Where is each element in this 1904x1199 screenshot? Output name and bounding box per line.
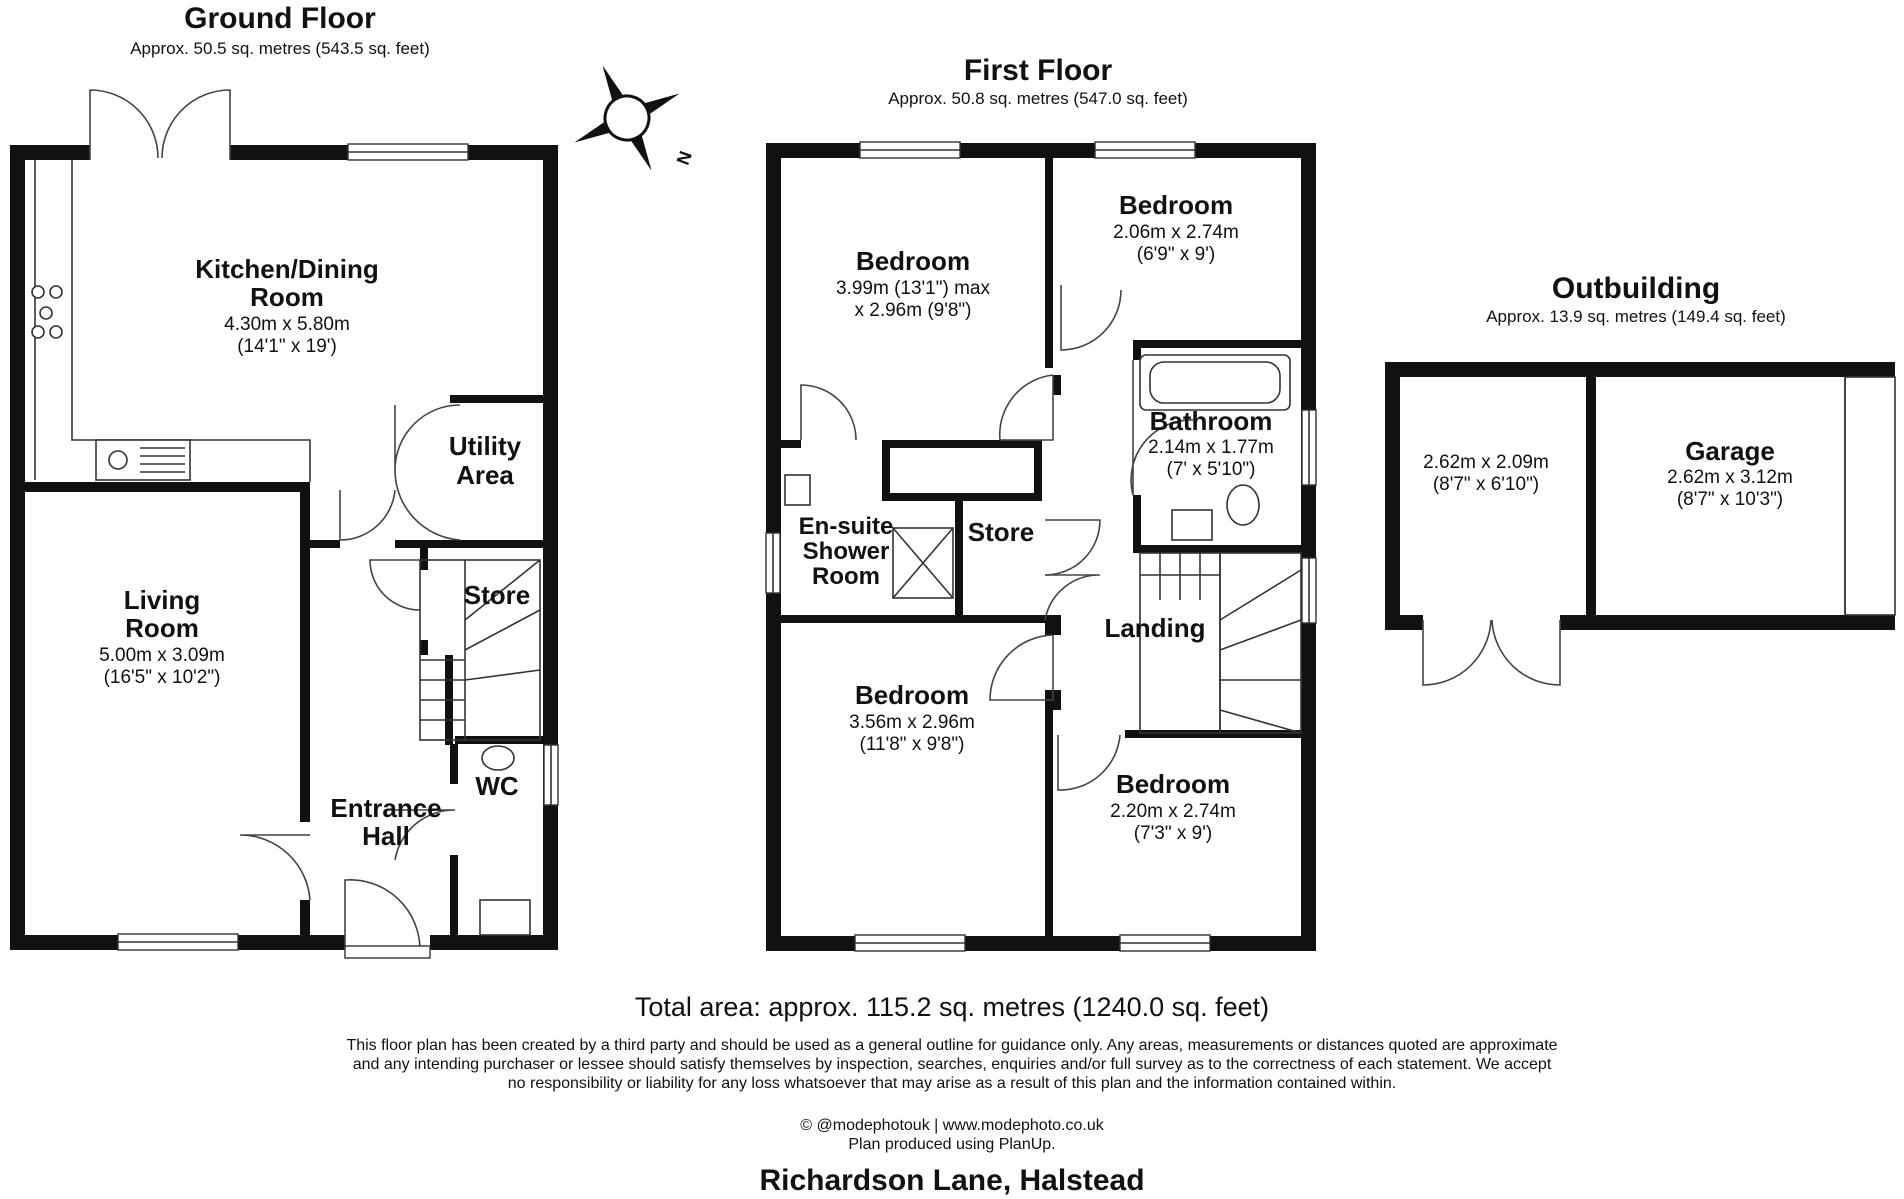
living-name-1: Living bbox=[124, 585, 201, 615]
ensuite-name-2: Shower bbox=[803, 538, 890, 565]
bedroom-main-dim-2: x 2.96m (9'8") bbox=[854, 300, 971, 321]
first-floor-title: First Floor bbox=[964, 54, 1113, 87]
ensuite-name-1: En-suite bbox=[799, 513, 894, 540]
bedroom-front-name: Bedroom bbox=[855, 680, 969, 710]
bedroom-small-bottom-dim-2: (7'3" x 9') bbox=[1134, 823, 1212, 844]
bedroom-small-top-name: Bedroom bbox=[1119, 190, 1233, 220]
wc-name: WC bbox=[475, 771, 519, 801]
kitchen-name-1: Kitchen/Dining bbox=[195, 254, 378, 284]
hall-name-1: Entrance bbox=[330, 793, 441, 823]
compass-icon bbox=[574, 65, 680, 171]
ensuite-name-3: Room bbox=[812, 563, 880, 590]
bedroom-main-dim-1: 3.99m (13'1") max bbox=[836, 278, 990, 299]
kitchen-dim-1: 4.30m x 5.80m bbox=[224, 314, 350, 335]
disclaimer-line-3: no responsibility or liability for any l… bbox=[507, 1075, 1397, 1092]
utility-name-2: Area bbox=[456, 460, 514, 490]
ground-floor-area: Approx. 50.5 sq. metres (543.5 sq. feet) bbox=[130, 39, 430, 58]
ensuite-basin-icon bbox=[784, 474, 811, 506]
bedroom-main-name: Bedroom bbox=[856, 246, 970, 276]
staircase bbox=[419, 559, 541, 741]
bedroom-small-bottom-dim-1: 2.20m x 2.74m bbox=[1110, 801, 1236, 822]
total-area: Total area: approx. 115.2 sq. metres (12… bbox=[634, 992, 1270, 1022]
wc-basin-icon bbox=[479, 899, 531, 936]
ground-floor: Ground Floor Approx. 50.5 sq. metres (54… bbox=[10, 2, 559, 959]
credit-line-1: © @modephotouk | www.modephoto.co.uk bbox=[800, 1117, 1104, 1134]
hall-name-2: Hall bbox=[362, 821, 410, 851]
disclaimer-line-2: and any intending purchaser or lessee sh… bbox=[352, 1056, 1552, 1073]
kitchen-dim-2: (14'1" x 19') bbox=[237, 336, 337, 357]
outbuilding-area: Approx. 13.9 sq. metres (149.4 sq. feet) bbox=[1486, 307, 1786, 326]
first-floor-doors bbox=[800, 285, 1194, 791]
kitchen-name-2: Room bbox=[250, 282, 324, 312]
toilet-icon bbox=[481, 745, 515, 771]
hob-icon bbox=[31, 285, 63, 339]
garage-dim-2: (8'7" x 10'3") bbox=[1677, 489, 1783, 510]
credit: © @modephotouk | www.modephoto.co.uk Pla… bbox=[0, 1116, 1904, 1154]
disclaimer-line-1: This floor plan has been created by a th… bbox=[346, 1037, 1558, 1054]
bedroom-small-bottom-name: Bedroom bbox=[1116, 769, 1230, 799]
bedroom-front-dim-2: (11'8" x 9'8") bbox=[860, 734, 965, 755]
garage-name: Garage bbox=[1685, 436, 1775, 466]
kitchen-units bbox=[31, 160, 311, 482]
outbuilding-room-dim-2: (8'7" x 6'10") bbox=[1433, 474, 1539, 495]
bedroom-small-top-dim-1: 2.06m x 2.74m bbox=[1113, 222, 1239, 243]
ground-floor-title: Ground Floor bbox=[184, 2, 376, 35]
store-ground-name: Store bbox=[464, 580, 530, 610]
bathroom-dim-1: 2.14m x 1.77m bbox=[1148, 437, 1274, 458]
outbuilding-room-dim-1: 2.62m x 2.09m bbox=[1423, 452, 1549, 473]
first-floor-area: Approx. 50.8 sq. metres (547.0 sq. feet) bbox=[888, 89, 1188, 108]
outbuilding-title: Outbuilding bbox=[1552, 272, 1720, 305]
compass-north-label: N bbox=[673, 148, 696, 167]
living-name-2: Room bbox=[125, 613, 199, 643]
bedroom-small-top-dim-2: (6'9" x 9') bbox=[1137, 244, 1215, 265]
outbuilding: Outbuilding Approx. 13.9 sq. metres (149… bbox=[1385, 272, 1896, 686]
living-dim-2: (16'5" x 10'2") bbox=[104, 667, 221, 688]
landing-name: Landing bbox=[1104, 613, 1205, 643]
landing-staircase bbox=[1139, 552, 1302, 734]
ground-floor-doors bbox=[89, 89, 461, 959]
property-address: Richardson Lane, Halstead bbox=[759, 1164, 1145, 1197]
bedroom-front-dim-1: 3.56m x 2.96m bbox=[849, 712, 975, 733]
credit-line-2: Plan produced using PlanUp. bbox=[848, 1136, 1056, 1153]
utility-name-1: Utility bbox=[449, 431, 522, 461]
bathroom-dim-2: (7' x 5'10") bbox=[1167, 459, 1256, 480]
bathroom-toilet-icon bbox=[1226, 484, 1260, 526]
bathroom-name: Bathroom bbox=[1150, 406, 1273, 436]
disclaimer: This floor plan has been created by a th… bbox=[0, 1036, 1904, 1093]
garage-dim-1: 2.62m x 3.12m bbox=[1667, 467, 1793, 488]
store-first-name: Store bbox=[968, 517, 1034, 547]
bathroom-basin-icon bbox=[1171, 509, 1213, 541]
living-dim-1: 5.00m x 3.09m bbox=[99, 645, 225, 666]
first-floor: First Floor Approx. 50.8 sq. metres (547… bbox=[765, 54, 1317, 952]
